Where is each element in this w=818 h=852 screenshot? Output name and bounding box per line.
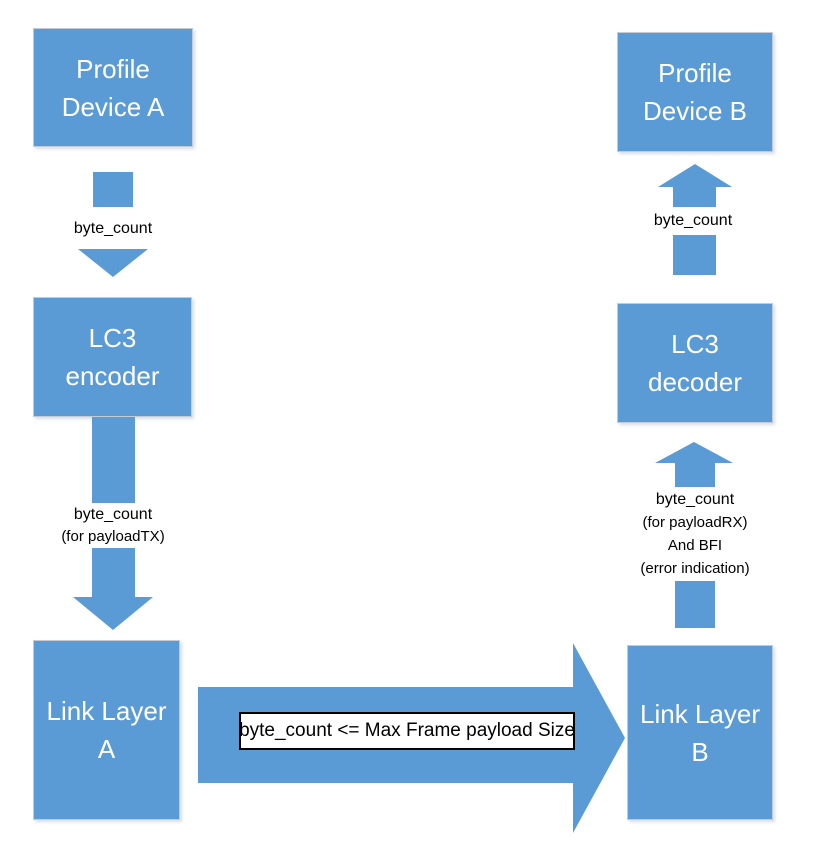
link-layer-a-box: Link Layer A — [33, 640, 180, 820]
arrow-encoder-to-link-a-label-line1: byte_count — [73, 506, 153, 523]
lc3-encoder-label-line2: encoder — [65, 361, 160, 391]
profile-device-a-label-line2: Device A — [61, 91, 165, 122]
arrow-decoder-to-profile-b-label: byte_count — [647, 209, 739, 233]
arrow-link-b-to-decoder-label-line4: (error indication) — [640, 560, 750, 577]
arrow-link-b-to-decoder-label-line1: byte_count — [655, 491, 735, 508]
link-layer-b-label-line1: Link Layer — [640, 698, 760, 729]
profile-device-b-label-line2: Device B — [642, 96, 748, 126]
arrow-decoder-to-profile-b-shaft-upper — [673, 187, 716, 207]
profile-device-b-label-line1: Profile — [658, 58, 732, 88]
arrow-encoder-to-link-a-label-line2: (for payloadTX) — [61, 528, 165, 545]
link-layer-b-label-line2: B — [691, 736, 709, 767]
arrow-link-b-to-decoder-label-line3: And BFI — [667, 537, 723, 554]
link-layer-a-label-line1: Link Layer — [46, 696, 167, 726]
lc3-decoder-box: LC3 decoder — [617, 303, 773, 423]
lc3-encoder-box: LC3 encoder — [33, 297, 192, 417]
arrow-link-b-to-decoder-label-line2: (for payloadRX) — [642, 514, 748, 531]
arrow-decoder-to-profile-b-shaft-lower — [673, 235, 716, 275]
lc3-decoder-label-line1: LC3 — [671, 329, 719, 359]
profile-device-a-label-line1: Profile — [76, 53, 150, 84]
link-layer-a-label-line2: A — [97, 734, 116, 764]
arrow-link-a-to-link-b-right-arrowhead-icon — [573, 643, 625, 833]
lc3-decoder-label-line2: decoder — [648, 367, 742, 397]
profile-device-a-box: Profile Device A — [33, 28, 193, 147]
arrow-link-b-to-decoder-up-arrowhead-icon — [655, 442, 733, 463]
link-layer-b-box: Link Layer B — [627, 645, 773, 820]
arrow-profile-a-to-encoder-label: byte_count — [67, 217, 159, 241]
arrow-profile-a-to-encoder-shaft — [93, 172, 133, 207]
arrow-encoder-to-link-a-down-arrowhead-icon — [73, 597, 153, 630]
arrow-link-b-to-decoder-label: byte_count (for payloadRX) And BFI (erro… — [634, 487, 756, 581]
lc3-encoder-label-line1: LC3 — [88, 323, 137, 353]
arrow-profile-a-to-encoder-down-arrowhead-icon — [78, 249, 148, 277]
arrow-decoder-to-profile-b-up-arrowhead-icon — [658, 164, 732, 187]
arrow-link-a-to-link-b-label: byte_count <= Max Frame payload Size — [239, 712, 575, 750]
profile-device-b-box: Profile Device B — [617, 32, 773, 152]
arrow-encoder-to-link-a-label: byte_count (for payloadTX) — [55, 503, 171, 548]
